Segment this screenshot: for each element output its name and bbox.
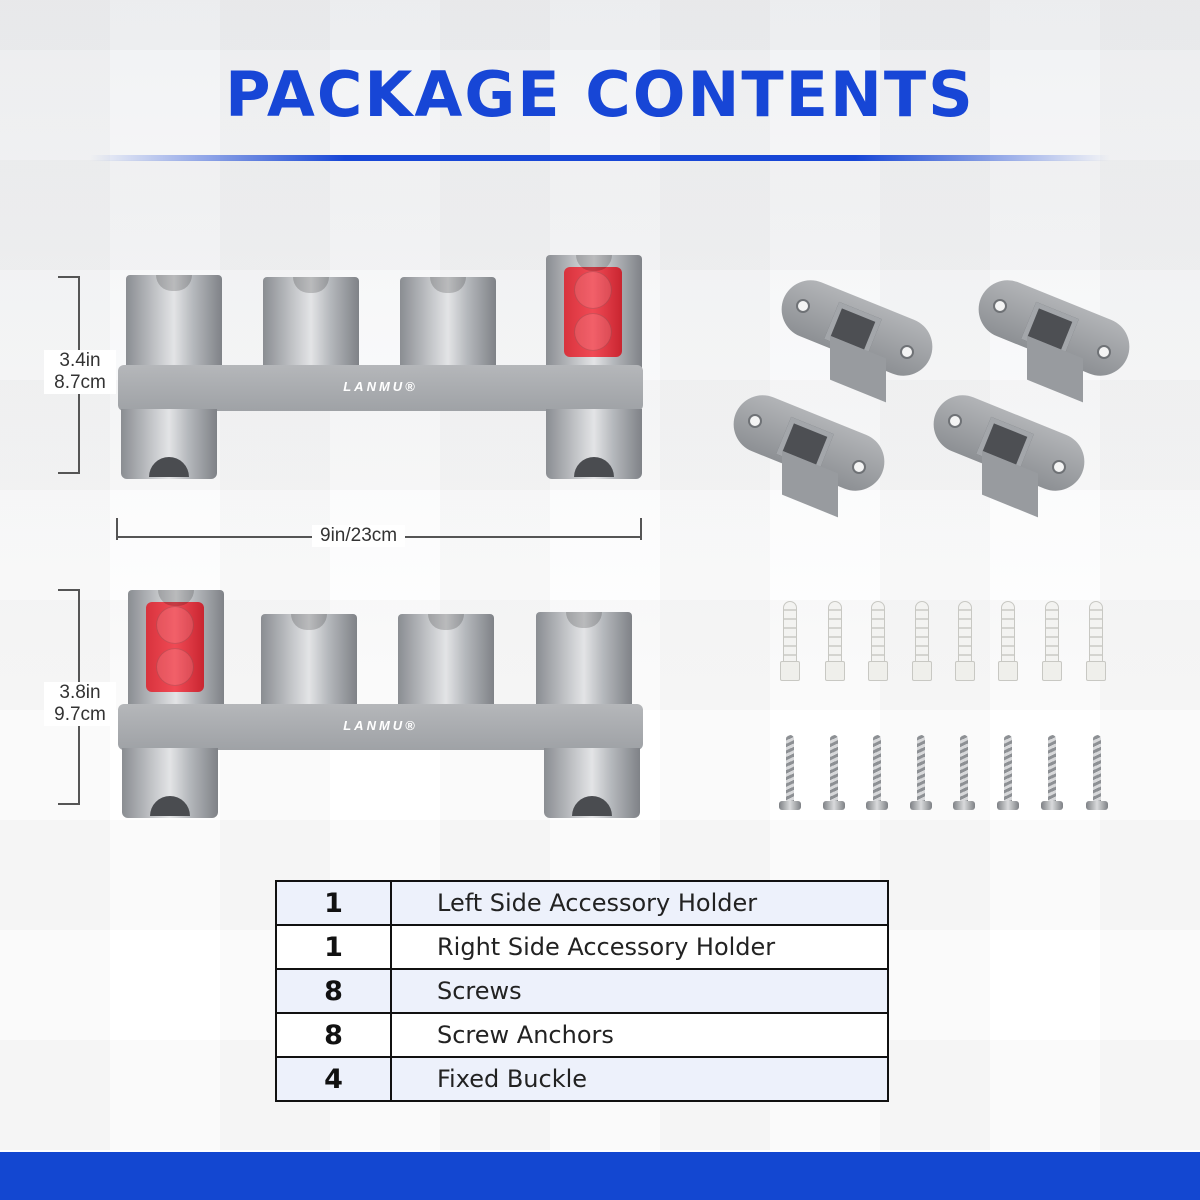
fixed-buckle — [969, 271, 1139, 405]
table-row: 4 Fixed Buckle — [275, 1056, 889, 1102]
holder-foot — [121, 409, 217, 479]
holder-cup — [400, 277, 496, 377]
table-qty: 8 — [275, 1012, 392, 1058]
table-qty: 1 — [275, 924, 392, 970]
brand-logo: LANMU® — [343, 718, 418, 733]
holder-cup — [398, 614, 494, 714]
dim-cap-left — [116, 518, 118, 540]
screw — [866, 735, 888, 811]
bottom-height-in: 3.8in — [59, 682, 101, 703]
table-row: 8 Screws — [275, 968, 889, 1014]
table-item: Fixed Buckle — [390, 1056, 889, 1102]
holder-cup — [263, 277, 359, 377]
top-height-in: 3.4in — [59, 350, 101, 371]
holder-foot — [544, 748, 640, 818]
holder-bar: LANMU® — [118, 704, 643, 750]
release-clip — [564, 267, 622, 357]
dim-cap-bottom — [58, 472, 80, 474]
screw-anchor — [780, 601, 800, 681]
dim-cap-right — [640, 518, 642, 540]
table-row: 1 Left Side Accessory Holder — [275, 880, 889, 926]
holder-cup — [261, 614, 357, 714]
table-item: Screws — [390, 968, 889, 1014]
screw-anchor — [998, 601, 1018, 681]
dim-cap-top — [58, 276, 80, 278]
holder-bar: LANMU® — [118, 365, 643, 411]
holder-cup — [128, 590, 224, 708]
holder-foot — [122, 748, 218, 818]
screw — [823, 735, 845, 811]
screw — [1041, 735, 1063, 811]
title-underline — [90, 155, 1110, 161]
screw-anchor — [1086, 601, 1106, 681]
fixed-buckle — [724, 386, 894, 520]
table-qty: 1 — [275, 880, 392, 926]
fixed-buckle — [924, 386, 1094, 520]
screw-anchor — [955, 601, 975, 681]
screw-anchor — [1042, 601, 1062, 681]
table-qty: 8 — [275, 968, 392, 1014]
screw — [997, 735, 1019, 811]
dim-cap-top — [58, 589, 80, 591]
bottom-accessory-holder: LANMU® — [118, 590, 648, 820]
screw — [953, 735, 975, 811]
width-label: 9in/23cm — [312, 525, 406, 547]
screw-anchor — [912, 601, 932, 681]
holder-cup — [546, 255, 642, 373]
holder-cup — [126, 275, 222, 375]
screw-anchor — [825, 601, 845, 681]
release-clip — [146, 602, 204, 692]
screw-anchor — [868, 601, 888, 681]
top-accessory-holder: LANMU® — [118, 255, 648, 485]
screw — [779, 735, 801, 811]
top-height-label: 3.4in 8.7cm — [44, 350, 116, 394]
top-height-cm: 8.7cm — [54, 372, 106, 393]
screw — [910, 735, 932, 811]
table-item: Right Side Accessory Holder — [390, 924, 889, 970]
brand-logo: LANMU® — [343, 379, 418, 394]
table-qty: 4 — [275, 1056, 392, 1102]
table-item: Screw Anchors — [390, 1012, 889, 1058]
bottom-height-label: 3.8in 9.7cm — [44, 682, 116, 726]
bottom-band — [0, 1152, 1200, 1200]
table-row: 8 Screw Anchors — [275, 1012, 889, 1058]
fixed-buckle — [772, 271, 942, 405]
page-title: PACKAGE CONTENTS — [225, 58, 975, 131]
table-row: 1 Right Side Accessory Holder — [275, 924, 889, 970]
screw — [1086, 735, 1108, 811]
holder-cup — [536, 612, 632, 712]
holder-foot — [546, 409, 642, 479]
table-item: Left Side Accessory Holder — [390, 880, 889, 926]
bottom-height-cm: 9.7cm — [54, 704, 106, 725]
contents-table: 1 Left Side Accessory Holder 1 Right Sid… — [275, 880, 889, 1102]
dim-cap-bottom — [58, 803, 80, 805]
